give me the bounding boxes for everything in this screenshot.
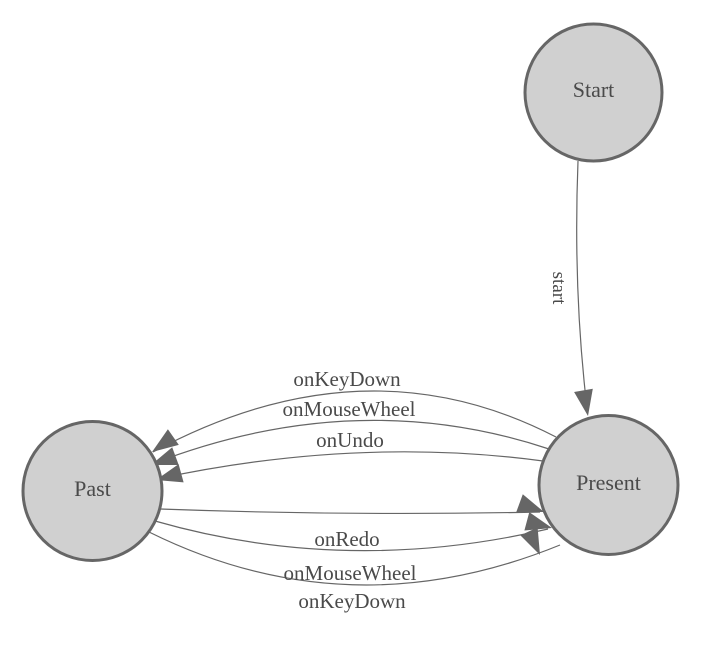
state-present-node [537, 414, 680, 556]
edge-label-onkeydown-top: onKeyDown [293, 367, 401, 391]
edge-group [148, 160, 593, 586]
state-present-label: Present [576, 470, 641, 495]
state-node-group: Start Present Past [21, 22, 680, 562]
arrowhead-onkeydown-to-past [152, 429, 179, 452]
state-start-node [523, 22, 664, 163]
arrowhead-onmousewheel-to-past [151, 447, 179, 465]
arrowhead-onmousewheel-to-present [524, 512, 552, 531]
edge-onkeydown-to-past [152, 390, 557, 453]
edge-label-group: start onKeyDown onMouseWheel onUndo onRe… [283, 272, 569, 613]
state-past-label: Past [74, 476, 111, 501]
edge-label-onkeydown-bottom: onKeyDown [298, 589, 406, 613]
arrowhead-start [574, 388, 593, 416]
edge-onmousewheel-to-past [151, 419, 550, 465]
edge-label-onmousewheel-bottom: onMouseWheel [284, 561, 417, 585]
state-start-label: Start [573, 77, 615, 102]
edge-onkeydown-to-present [148, 531, 561, 586]
arrowhead-onkeydown-to-present [520, 527, 540, 555]
edge-label-onmousewheel-top: onMouseWheel [283, 397, 416, 421]
arrowhead-onredo-to-present [516, 494, 544, 512]
edge-onmousewheel-to-present [154, 520, 549, 552]
edge-onundo-to-past [156, 451, 544, 480]
edge-start [576, 160, 588, 409]
state-past-node [21, 420, 164, 562]
edge-onredo-to-present [159, 508, 541, 515]
edge-label-onundo: onUndo [316, 428, 384, 452]
edge-label-start: start [548, 272, 569, 305]
arrowhead-onundo-to-past [156, 464, 184, 483]
edge-label-onredo: onRedo [314, 527, 379, 551]
